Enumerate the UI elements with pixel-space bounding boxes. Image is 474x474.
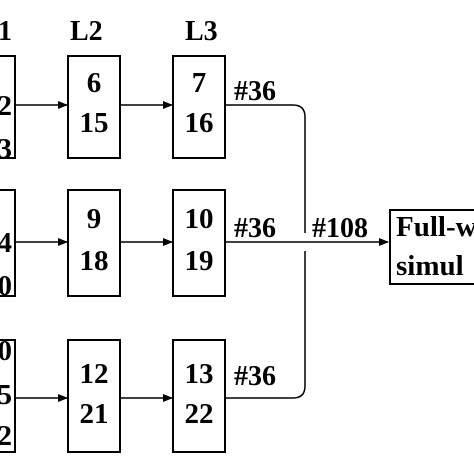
target-label-line2: simul [396, 250, 464, 282]
merge-count: #108 [312, 213, 368, 244]
l3-box-row-2 [172, 189, 226, 297]
l3-box-row-1 [172, 55, 226, 159]
l2-value-bottom: 21 [80, 398, 109, 430]
row-1: 2 3 6 15 7 16 #36 [0, 55, 276, 165]
l2-box-row-1 [67, 55, 121, 159]
row-3: 0 5 2 12 21 13 22 #36 [0, 335, 276, 453]
merge-connector-bottom [225, 251, 306, 399]
l1-value-bottom: 3 [0, 133, 12, 165]
l2-box-row-3 [67, 339, 121, 453]
l2-value-bottom: 15 [80, 107, 109, 139]
merge-connector-top [225, 104, 306, 233]
row-1-count: #36 [234, 76, 276, 107]
target-box [389, 209, 474, 285]
l1-value-top: 4 [0, 227, 12, 259]
l3-value-top: 7 [192, 67, 207, 99]
l2-box-row-2 [67, 189, 121, 297]
l1-value-top: 2 [0, 90, 12, 122]
l1-value-bottom: 2 [0, 420, 12, 452]
l1-value-top: 0 [0, 335, 12, 367]
l3-value-bottom: 19 [185, 245, 214, 277]
l3-value-top: 10 [185, 203, 214, 235]
l2-value-top: 12 [80, 358, 109, 390]
l1-box-row-3 [0, 339, 16, 453]
l1-box-row-1 [0, 55, 16, 159]
row-3-count: #36 [234, 361, 276, 392]
l3-value-bottom: 22 [185, 398, 214, 430]
l2-value-top: 9 [87, 203, 102, 235]
row-2-count: #36 [234, 213, 276, 244]
l3-box-row-3 [172, 339, 226, 453]
row-2: 4 0 9 18 10 19 #36 [0, 189, 276, 302]
l2-value-bottom: 18 [80, 245, 109, 277]
l3-value-bottom: 16 [185, 107, 214, 139]
l2-value-top: 6 [87, 67, 102, 99]
l3-value-top: 13 [185, 358, 214, 390]
header-l3: L3 [185, 16, 218, 47]
l1-value-bottom: 0 [0, 270, 12, 302]
target-label-line1: Full-w [396, 211, 474, 243]
header-l1: 1 [0, 16, 12, 47]
header-l2: L2 [70, 16, 103, 47]
l1-value-middle: 5 [0, 379, 12, 411]
l1-box-row-2 [0, 189, 16, 297]
